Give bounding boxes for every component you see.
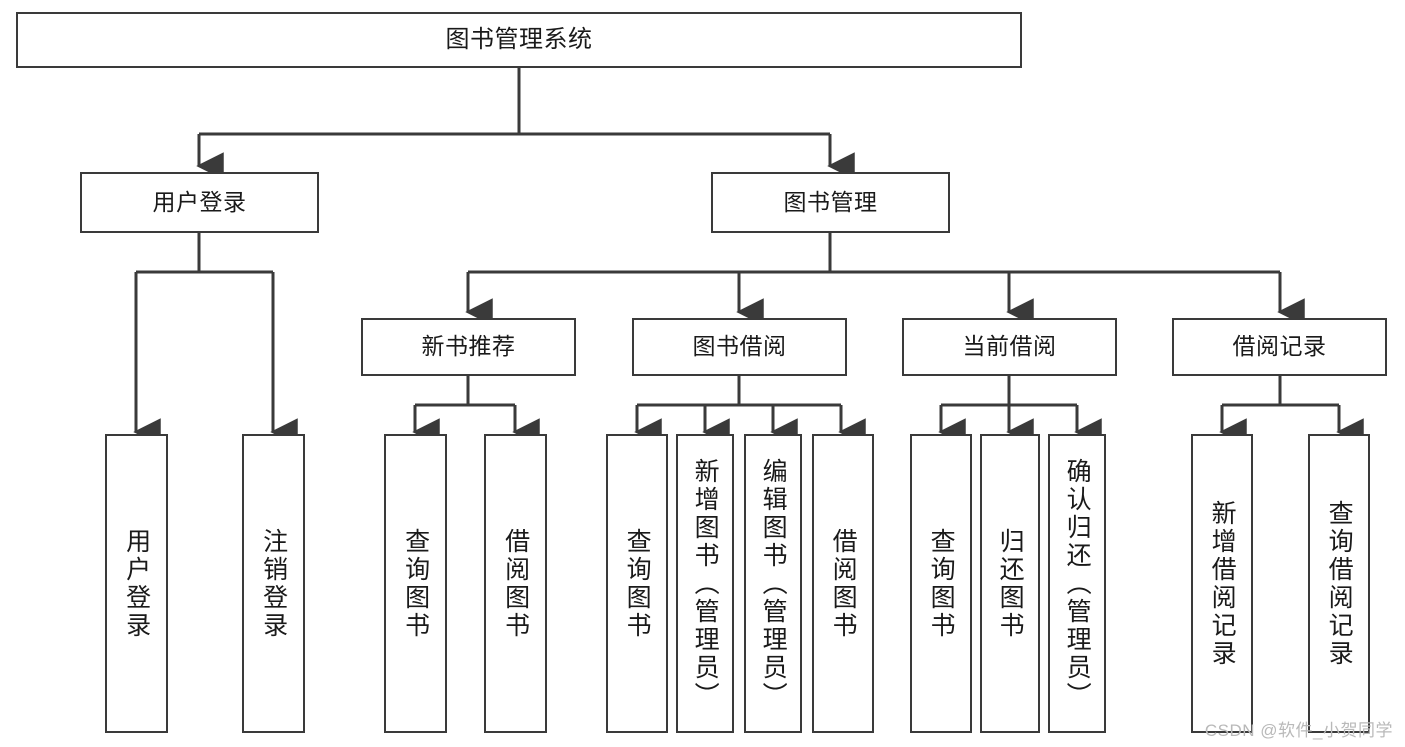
node-leaf-borrow-book-2[interactable]: 借阅图书 — [812, 434, 874, 733]
node-label: 借阅图书 — [829, 527, 858, 640]
node-label: 当前借阅 — [962, 333, 1057, 360]
node-leaf-query-book-1[interactable]: 查询图书 — [384, 434, 447, 733]
node-leaf-logout[interactable]: 注销登录 — [242, 434, 305, 733]
node-leaf-query-book-3[interactable]: 查询图书 — [910, 434, 972, 733]
node-leaf-query-book-2[interactable]: 查询图书 — [606, 434, 668, 733]
node-label: 新书推荐 — [421, 333, 516, 360]
node-label: 注销登录 — [259, 527, 288, 640]
node-label: 借阅记录 — [1232, 333, 1327, 360]
node-label: 图书管理 — [783, 188, 878, 215]
node-leaf-user-login[interactable]: 用户登录 — [105, 434, 168, 733]
node-user-login[interactable]: 用户登录 — [80, 172, 319, 233]
node-leaf-edit-book[interactable]: 编辑图书（管理员） — [744, 434, 802, 733]
node-label: 查询图书 — [927, 527, 956, 640]
node-leaf-add-record[interactable]: 新增借阅记录 — [1191, 434, 1253, 733]
node-label: 图书管理系统 — [445, 25, 593, 53]
node-leaf-return-book[interactable]: 归还图书 — [980, 434, 1040, 733]
node-label: 查询图书 — [623, 527, 652, 640]
node-leaf-query-record[interactable]: 查询借阅记录 — [1308, 434, 1370, 733]
node-label: 借阅图书 — [501, 527, 530, 640]
node-borrow-record[interactable]: 借阅记录 — [1172, 318, 1387, 376]
node-label: 图书借阅 — [692, 333, 787, 360]
node-current-borrow[interactable]: 当前借阅 — [902, 318, 1117, 376]
node-label: 确认归还（管理员） — [1063, 457, 1092, 710]
node-book-borrow[interactable]: 图书借阅 — [632, 318, 847, 376]
node-root-book-management-system[interactable]: 图书管理系统 — [16, 12, 1022, 68]
watermark-text: CSDN @软件_小贺同学 — [1204, 721, 1393, 740]
node-label: 查询借阅记录 — [1325, 499, 1354, 668]
node-label: 新增图书（管理员） — [691, 457, 720, 710]
node-leaf-borrow-book-1[interactable]: 借阅图书 — [484, 434, 547, 733]
node-label: 编辑图书（管理员） — [759, 457, 788, 710]
node-label: 查询图书 — [401, 527, 430, 640]
node-label: 归还图书 — [996, 527, 1025, 640]
node-book-management[interactable]: 图书管理 — [711, 172, 950, 233]
node-leaf-add-book[interactable]: 新增图书（管理员） — [676, 434, 734, 733]
node-label: 用户登录 — [152, 188, 247, 215]
node-label: 新增借阅记录 — [1208, 499, 1237, 668]
node-leaf-confirm-return[interactable]: 确认归还（管理员） — [1048, 434, 1106, 733]
node-label: 用户登录 — [122, 527, 151, 640]
node-new-book-recommend[interactable]: 新书推荐 — [361, 318, 576, 376]
